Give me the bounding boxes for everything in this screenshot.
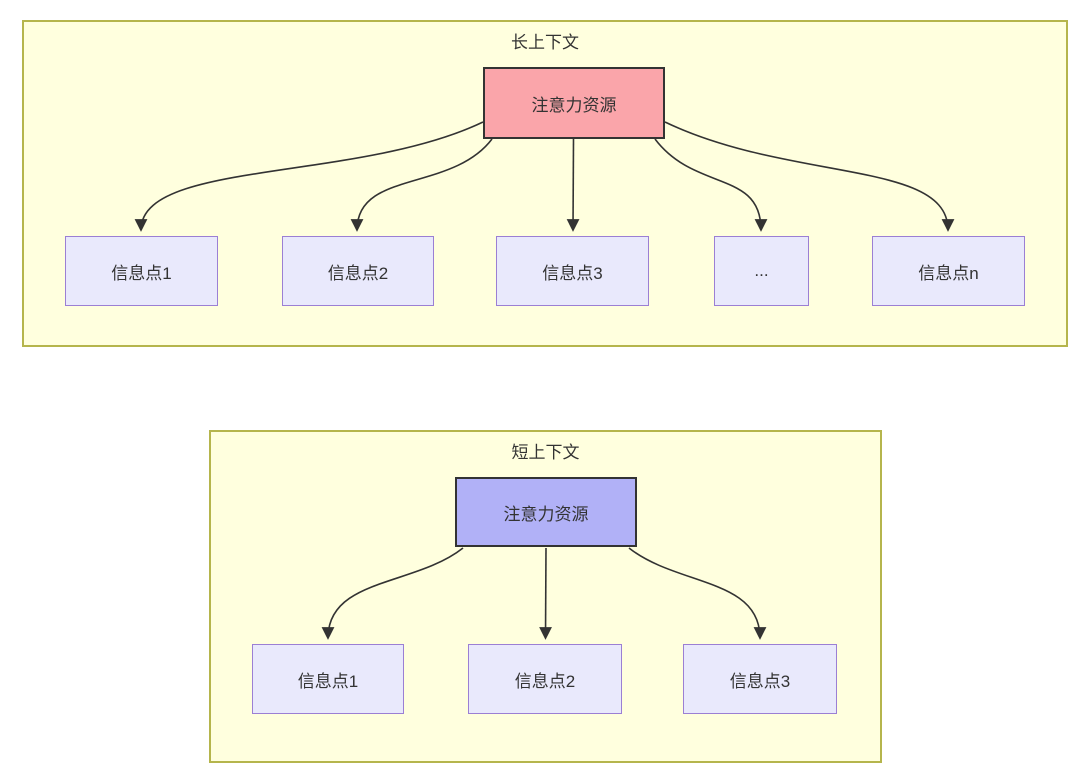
info-node-label: 信息点2 (327, 263, 389, 283)
cluster-short-context-title: 短上下文 (511, 443, 580, 462)
short-context-info-node-2: 信息点2 (468, 644, 622, 714)
info-node-label: 信息点n (918, 263, 979, 283)
info-node-label: 信息点2 (514, 671, 576, 691)
info-node-label: 信息点1 (297, 671, 359, 691)
short-context-attention-label: 注意力资源 (503, 504, 589, 524)
long-context-info-node-3: 信息点3 (496, 236, 649, 306)
info-node-label: 信息点1 (111, 263, 172, 283)
info-node-label: 信息点3 (542, 263, 603, 283)
short-context-info-node-1: 信息点1 (252, 644, 404, 714)
long-context-attention-node: 注意力资源 (483, 67, 665, 139)
long-context-info-node-n: 信息点n (872, 236, 1025, 306)
long-context-info-node-1: 信息点1 (65, 236, 218, 306)
long-context-info-node-2: 信息点2 (282, 236, 434, 306)
long-context-info-node-ellipsis: ... (714, 236, 809, 306)
long-context-attention-label: 注意力资源 (531, 95, 617, 115)
short-context-info-node-3: 信息点3 (683, 644, 837, 714)
cluster-long-context-title: 长上下文 (511, 33, 579, 52)
short-context-attention-node: 注意力资源 (455, 477, 637, 547)
info-node-label: ... (754, 261, 769, 280)
info-node-label: 信息点3 (729, 671, 791, 691)
